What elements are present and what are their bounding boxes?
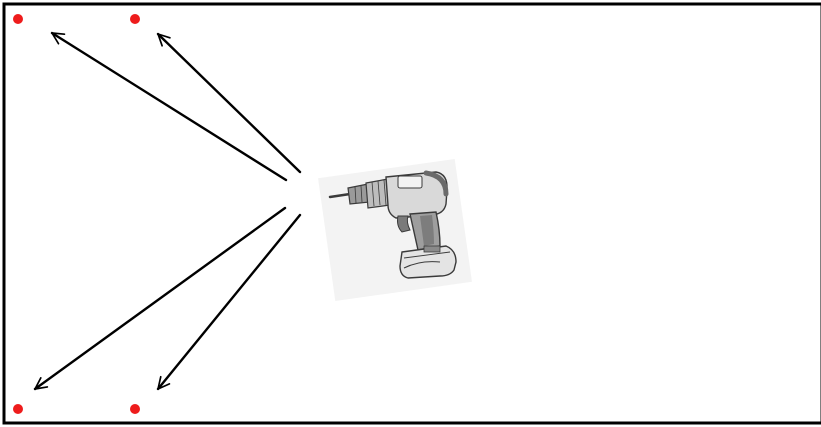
marker-top-left-inner	[130, 14, 140, 24]
power-drill-icon	[318, 159, 472, 301]
arrow-to-bottom-left-outer	[35, 208, 285, 389]
marker-top-left-outer	[13, 14, 23, 24]
marker-bottom-left-inner	[130, 404, 140, 414]
marker-bottom-left-outer	[13, 404, 23, 414]
arrow-to-top-left-outer	[52, 33, 286, 180]
arrow-to-top-left-inner	[158, 34, 300, 172]
arrow-to-bottom-left-inner	[158, 215, 300, 389]
